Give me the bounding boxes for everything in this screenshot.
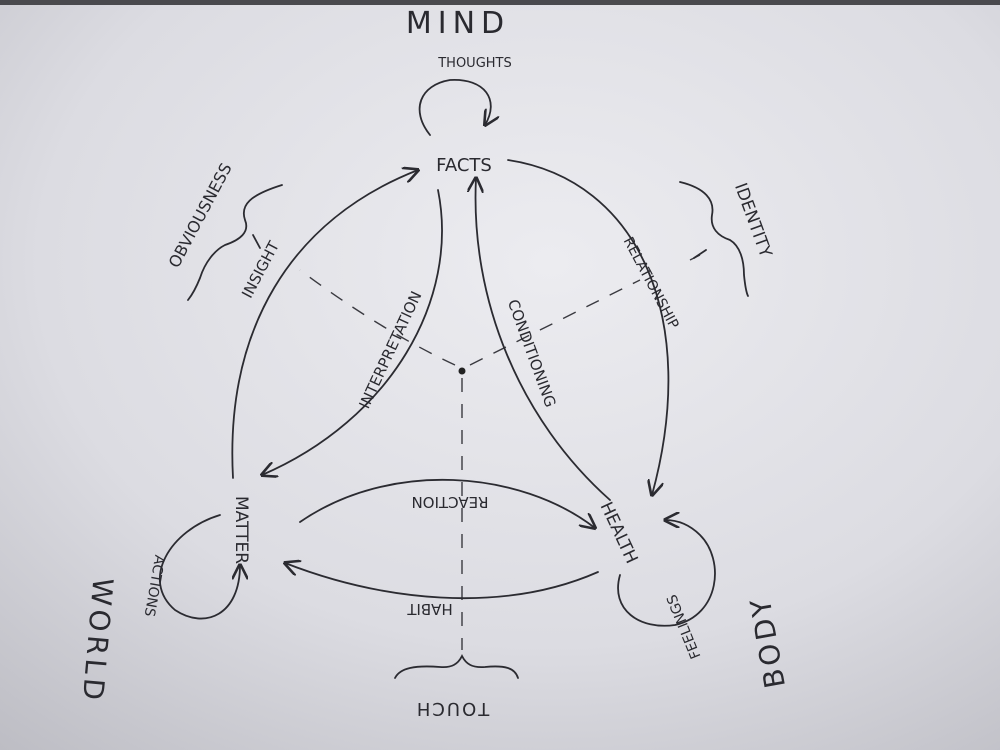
obviousness-brace [187, 184, 283, 301]
thoughts-loop-arrow [418, 79, 491, 136]
obviousness-brace-tick [252, 234, 261, 249]
actions-loop-arrow [158, 514, 240, 620]
identity-brace [679, 181, 749, 297]
habit-arrow [285, 563, 599, 600]
label-reaction: REACTION [412, 493, 489, 511]
node-matter: MATTER [231, 496, 251, 564]
top-edge [0, 0, 1000, 5]
center-dot [458, 367, 466, 375]
identity-brace-tick [693, 249, 707, 259]
interpretation-arrow [262, 189, 443, 475]
label-mind: MIND [406, 6, 510, 41]
reaction-arrow [299, 478, 595, 528]
touch-brace [394, 653, 519, 679]
node-facts: FACTS [436, 155, 492, 176]
relationship-arrow [507, 159, 670, 495]
conditioning-arrow [476, 178, 611, 501]
label-habit: HABIT [406, 600, 452, 618]
feelings-loop-arrow [617, 520, 716, 627]
label-thoughts: THOUGHTS [437, 56, 512, 71]
insight-arrow [231, 170, 418, 479]
label-touch: TOUCH [415, 698, 490, 719]
